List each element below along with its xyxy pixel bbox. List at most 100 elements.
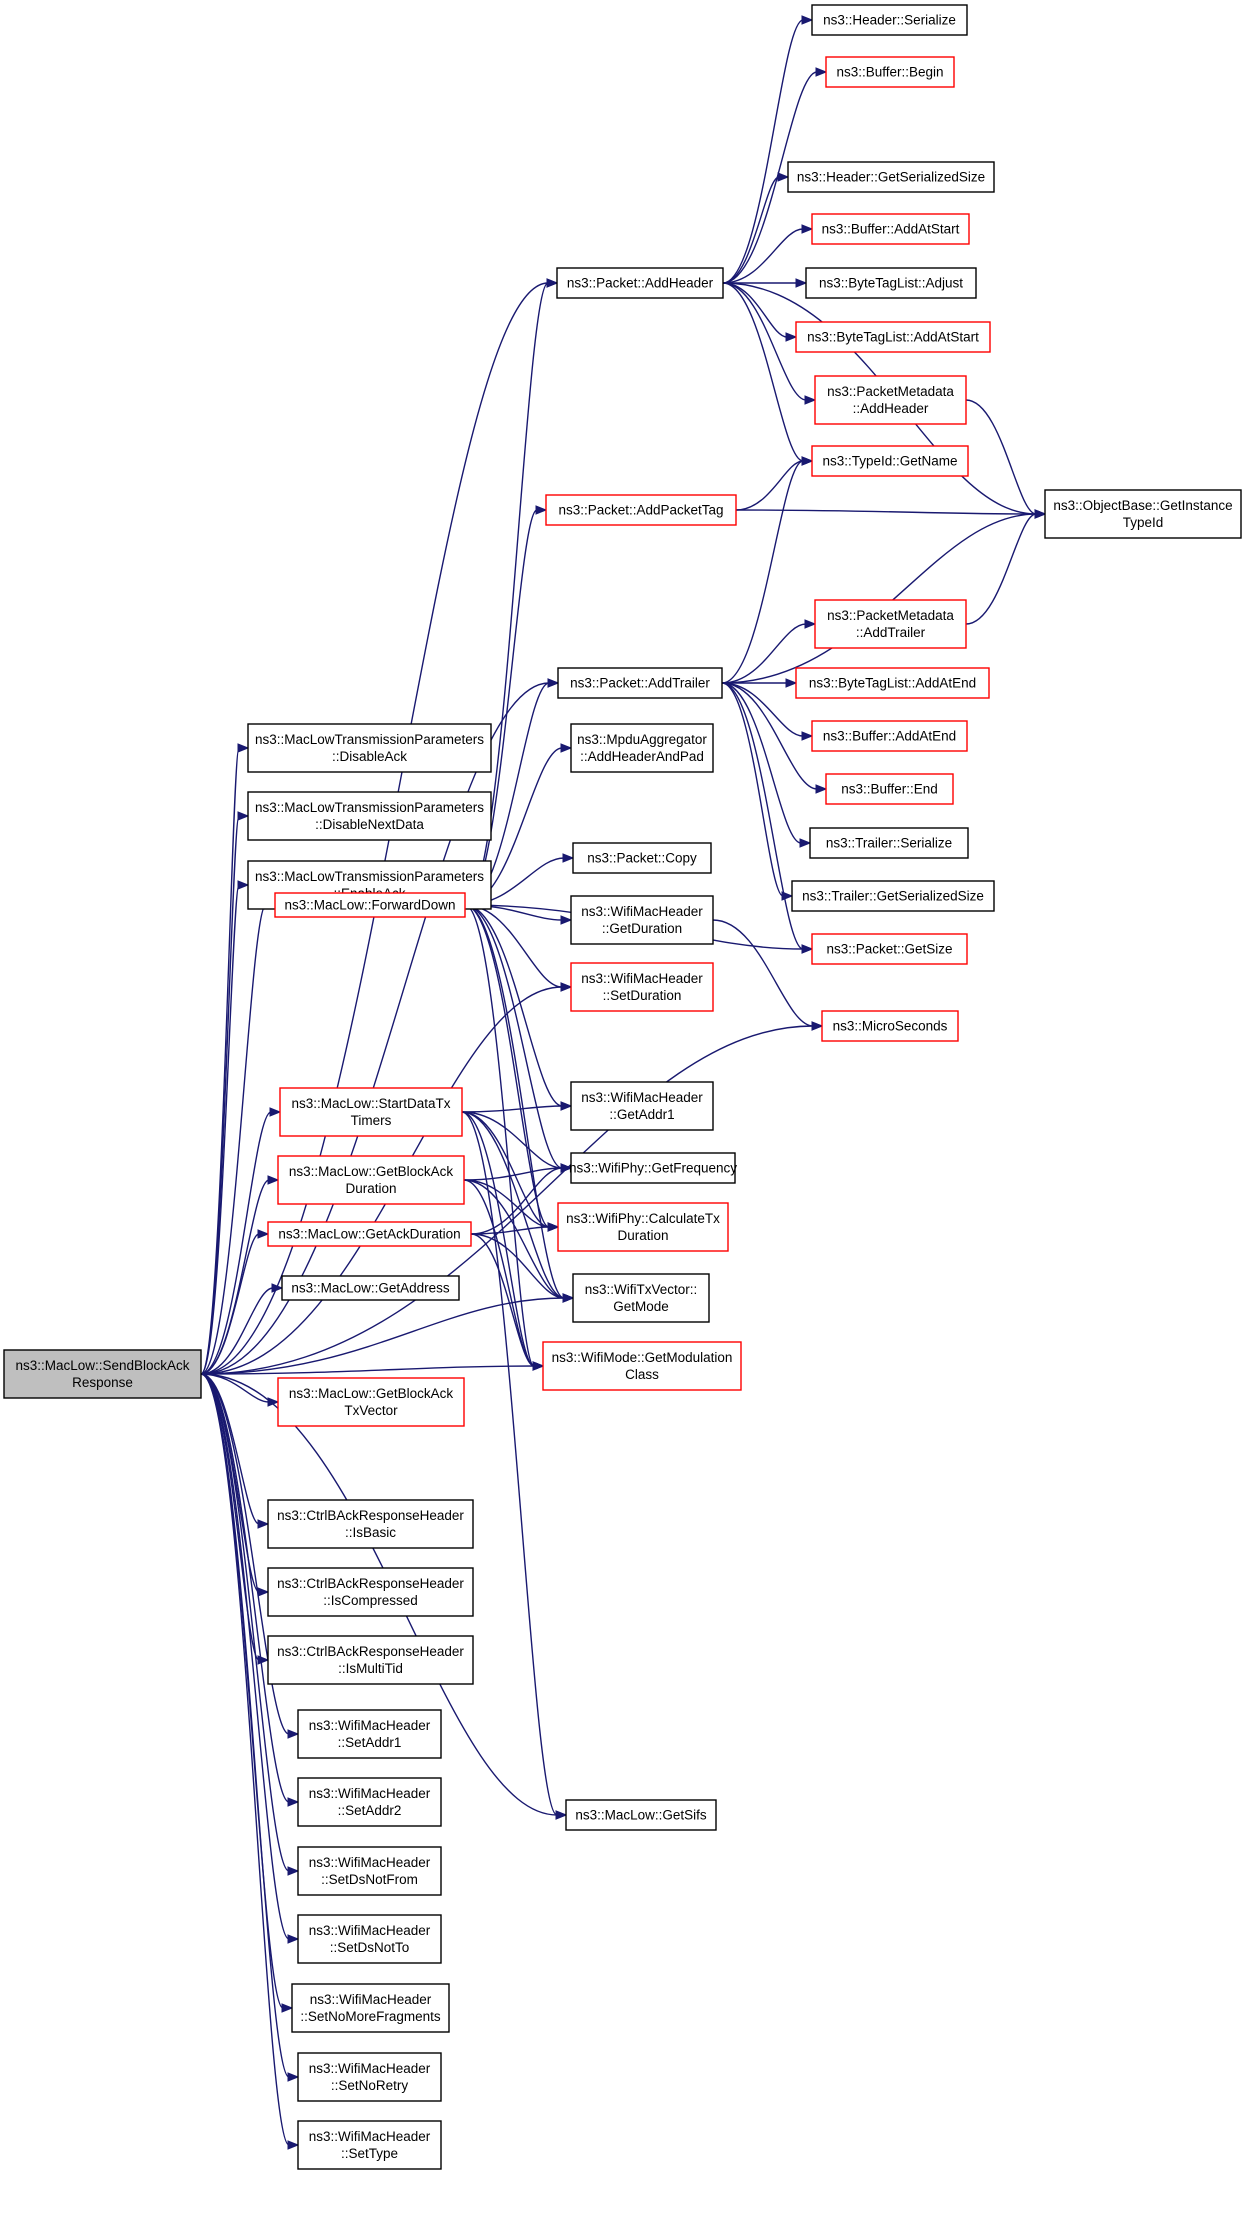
- node-box: [787, 161, 995, 193]
- node-wmh-getaddr1[interactable]: ns3::WifiMacHeader::GetAddr1: [570, 1081, 714, 1131]
- edge-arrowhead: [785, 332, 798, 342]
- node-pkt-addtrailer[interactable]: ns3::Packet::AddTrailer: [557, 667, 723, 699]
- node-wmh-setnomorefrag[interactable]: ns3::WifiMacHeader::SetNoMoreFragments: [291, 1983, 450, 2033]
- node-buf-addatend[interactable]: ns3::Buffer::AddAtEnd: [811, 720, 968, 752]
- node-label: ns3::MicroSeconds: [833, 1019, 948, 1034]
- node-btl-adjust[interactable]: ns3::ByteTagList::Adjust: [805, 267, 977, 299]
- node-btl-addatstart[interactable]: ns3::ByteTagList::AddAtStart: [795, 321, 991, 353]
- edge-ml-getblockackdur-to-txv-getmode: [463, 1179, 565, 1299]
- node-cbarh-isbasic[interactable]: ns3::CtrlBAckResponseHeader::IsBasic: [267, 1499, 474, 1549]
- node-wmh-settype[interactable]: ns3::WifiMacHeader::SetType: [297, 2120, 442, 2170]
- node-pm-addtrailer[interactable]: ns3::PacketMetadata::AddTrailer: [814, 599, 967, 649]
- node-wmh-getduration[interactable]: ns3::WifiMacHeader::GetDuration: [570, 895, 714, 945]
- node-wmh-setdsnotfrom[interactable]: ns3::WifiMacHeader::SetDsNotFrom: [297, 1846, 442, 1896]
- edge-ml-getblockackdur-to-phy-calctxdur: [463, 1179, 550, 1228]
- node-wmh-setaddr2[interactable]: ns3::WifiMacHeader::SetAddr2: [297, 1777, 442, 1827]
- edge-arrowhead: [560, 1163, 573, 1173]
- edge-root-to-ml-getackdur: [200, 1233, 260, 1375]
- node-btl-addatend[interactable]: ns3::ByteTagList::AddAtEnd: [795, 667, 990, 699]
- node-label: ns3::Buffer::AddAtStart: [822, 222, 960, 237]
- node-cbarh-iscompressed[interactable]: ns3::CtrlBAckResponseHeader::IsCompresse…: [267, 1567, 474, 1617]
- edge-pm-addtrailer-to-objbase-gettypeid: [965, 513, 1037, 625]
- node-label: ns3::WifiMacHeader: [309, 2129, 431, 2144]
- edge-arrowhead: [287, 1866, 300, 1876]
- node-trl-getsize[interactable]: ns3::Trailer::GetSerializedSize: [791, 880, 995, 912]
- node-label: ns3::Packet::AddPacketTag: [558, 503, 723, 518]
- edge-arrowhead: [267, 1175, 280, 1185]
- node-phy-getfreq[interactable]: ns3::WifiPhy::GetFrequency: [569, 1152, 737, 1184]
- node-pkt-addheader[interactable]: ns3::Packet::AddHeader: [556, 267, 724, 299]
- node-label: ::SetNoRetry: [331, 2078, 409, 2093]
- node-buf-addatstart[interactable]: ns3::Buffer::AddAtStart: [811, 213, 970, 245]
- node-microseconds[interactable]: ns3::MicroSeconds: [821, 1010, 959, 1042]
- edge-ml-startdatatx-to-ml-getsifs: [461, 1111, 558, 1816]
- node-box: [795, 321, 991, 353]
- node-box: [791, 880, 995, 912]
- node-cbarh-ismultitid[interactable]: ns3::CtrlBAckResponseHeader::IsMultiTid: [267, 1635, 474, 1685]
- node-label: ns3::WifiPhy::CalculateTx: [566, 1211, 720, 1226]
- node-pkt-addpackettag[interactable]: ns3::Packet::AddPacketTag: [545, 494, 737, 526]
- node-label: ns3::MpduAggregator: [577, 732, 707, 747]
- node-label: ns3::MacLow::SendBlockAck: [15, 1358, 189, 1373]
- edge-arrowhead: [560, 1101, 573, 1111]
- node-box: [297, 2052, 442, 2102]
- node-ml-getsifs[interactable]: ns3::MacLow::GetSifs: [565, 1799, 717, 1831]
- node-label: ns3::MacLowTransmissionParameters: [255, 732, 484, 747]
- node-pkt-getsize[interactable]: ns3::Packet::GetSize: [811, 933, 968, 965]
- node-mltp-disableack[interactable]: ns3::MacLowTransmissionParameters::Disab…: [247, 723, 492, 773]
- node-box: [267, 1499, 474, 1549]
- node-hdr-serialize[interactable]: ns3::Header::Serialize: [811, 4, 968, 36]
- node-wmh-setaddr1[interactable]: ns3::WifiMacHeader::SetAddr1: [297, 1709, 442, 1759]
- edge-arrowhead: [799, 838, 812, 848]
- node-label: Timers: [351, 1113, 392, 1128]
- node-label: ns3::Packet::Copy: [587, 851, 697, 866]
- edge-arrowhead: [547, 678, 560, 688]
- edge-wmh-getduration-to-microseconds: [712, 919, 814, 1027]
- node-wmh-setnoretry[interactable]: ns3::WifiMacHeader::SetNoRetry: [297, 2052, 442, 2102]
- node-label: Class: [625, 1367, 659, 1382]
- edge-pkt-addtrailer-to-trl-getsize: [721, 682, 784, 897]
- edge-ml-forwarddown-to-wmh-getaddr1: [464, 904, 563, 1107]
- edge-arrowhead: [532, 1361, 545, 1371]
- edge-arrowhead: [257, 1229, 270, 1239]
- edge-arrowhead: [1034, 509, 1047, 519]
- edge-pkt-addtrailer-to-objbase-gettypeid: [721, 513, 1037, 684]
- node-buf-end[interactable]: ns3::Buffer::End: [825, 773, 954, 805]
- node-pkt-copy[interactable]: ns3::Packet::Copy: [572, 842, 712, 874]
- node-txv-getmode[interactable]: ns3::WifiTxVector::GetMode: [572, 1273, 710, 1323]
- node-wmh-setdsnotto[interactable]: ns3::WifiMacHeader::SetDsNotTo: [297, 1914, 442, 1964]
- node-box: [556, 267, 724, 299]
- node-box: [811, 213, 970, 245]
- node-trl-serialize[interactable]: ns3::Trailer::Serialize: [809, 827, 969, 859]
- node-label: ns3::MacLowTransmissionParameters: [255, 869, 484, 884]
- node-pm-addheader[interactable]: ns3::PacketMetadata::AddHeader: [814, 375, 967, 425]
- edge-root-to-wmh-setaddr1: [200, 1373, 290, 1735]
- node-label: ::SetAddr2: [338, 1803, 402, 1818]
- node-mltp-disablenextdata[interactable]: ns3::MacLowTransmissionParameters::Disab…: [247, 791, 492, 841]
- node-mpdu-addheaderandpad[interactable]: ns3::MpduAggregator::AddHeaderAndPad: [570, 723, 714, 773]
- edge-ml-getblockackdur-to-phy-getfreq: [463, 1167, 563, 1181]
- node-box: [570, 723, 714, 773]
- node-label: ns3::CtrlBAckResponseHeader: [277, 1576, 464, 1591]
- edge-root-to-pkt-addtrailer: [200, 682, 550, 1375]
- node-buf-begin[interactable]: ns3::Buffer::Begin: [825, 56, 955, 88]
- node-label: ::SetDsNotTo: [330, 1940, 410, 1955]
- node-ml-getaddress[interactable]: ns3::MacLow::GetAddress: [281, 1275, 460, 1301]
- node-box: [277, 1377, 465, 1427]
- node-hdr-getsize[interactable]: ns3::Header::GetSerializedSize: [787, 161, 995, 193]
- node-ml-forwarddown[interactable]: ns3::MacLow::ForwardDown: [274, 892, 466, 918]
- edge-pkt-addheader-to-pm-addheader: [722, 282, 807, 401]
- node-typeid-getname[interactable]: ns3::TypeId::GetName: [811, 445, 969, 477]
- edge-arrowhead: [287, 2140, 300, 2150]
- node-ml-getackdur[interactable]: ns3::MacLow::GetAckDuration: [267, 1221, 472, 1247]
- node-wmh-setduration[interactable]: ns3::WifiMacHeader::SetDuration: [570, 962, 714, 1012]
- node-label: ::GetDuration: [602, 921, 682, 936]
